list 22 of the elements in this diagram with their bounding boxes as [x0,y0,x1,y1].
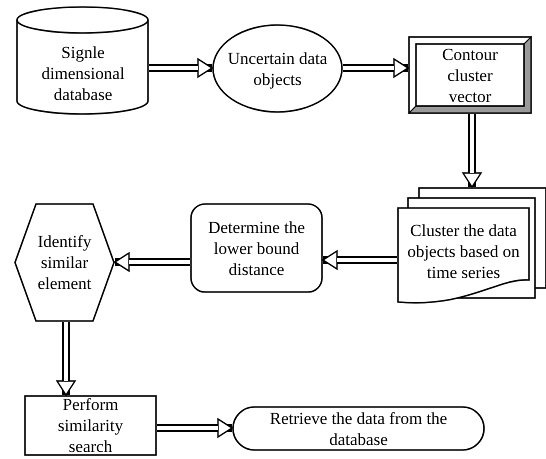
database-cylinder [16,6,149,115]
node-label: Identify similar element [36,231,92,294]
node-label: Signle dimensional database [40,42,126,104]
terminal-pill [232,406,485,451]
hexagon-node [14,203,115,322]
process-box [24,395,157,456]
double-arrow [157,418,233,438]
double-arrow [56,322,76,396]
double-arrow [149,58,213,78]
node-label: Determine the lower bound distance [207,216,306,280]
double-arrow [343,58,409,78]
node-label: Uncertain data objects [226,48,328,90]
double-arrow [322,250,397,270]
node-label: Retrieve the data from the database [268,408,448,450]
node-label: Cluster the data objects based on time series [406,220,521,282]
node-label: Contour cluster vector [441,44,499,106]
double-arrow [114,252,190,272]
process-ellipse [212,24,343,113]
bevel-box [408,36,532,114]
node-label: Perform similarity search [56,394,124,457]
double-arrow [462,114,482,188]
process-box [190,203,323,293]
